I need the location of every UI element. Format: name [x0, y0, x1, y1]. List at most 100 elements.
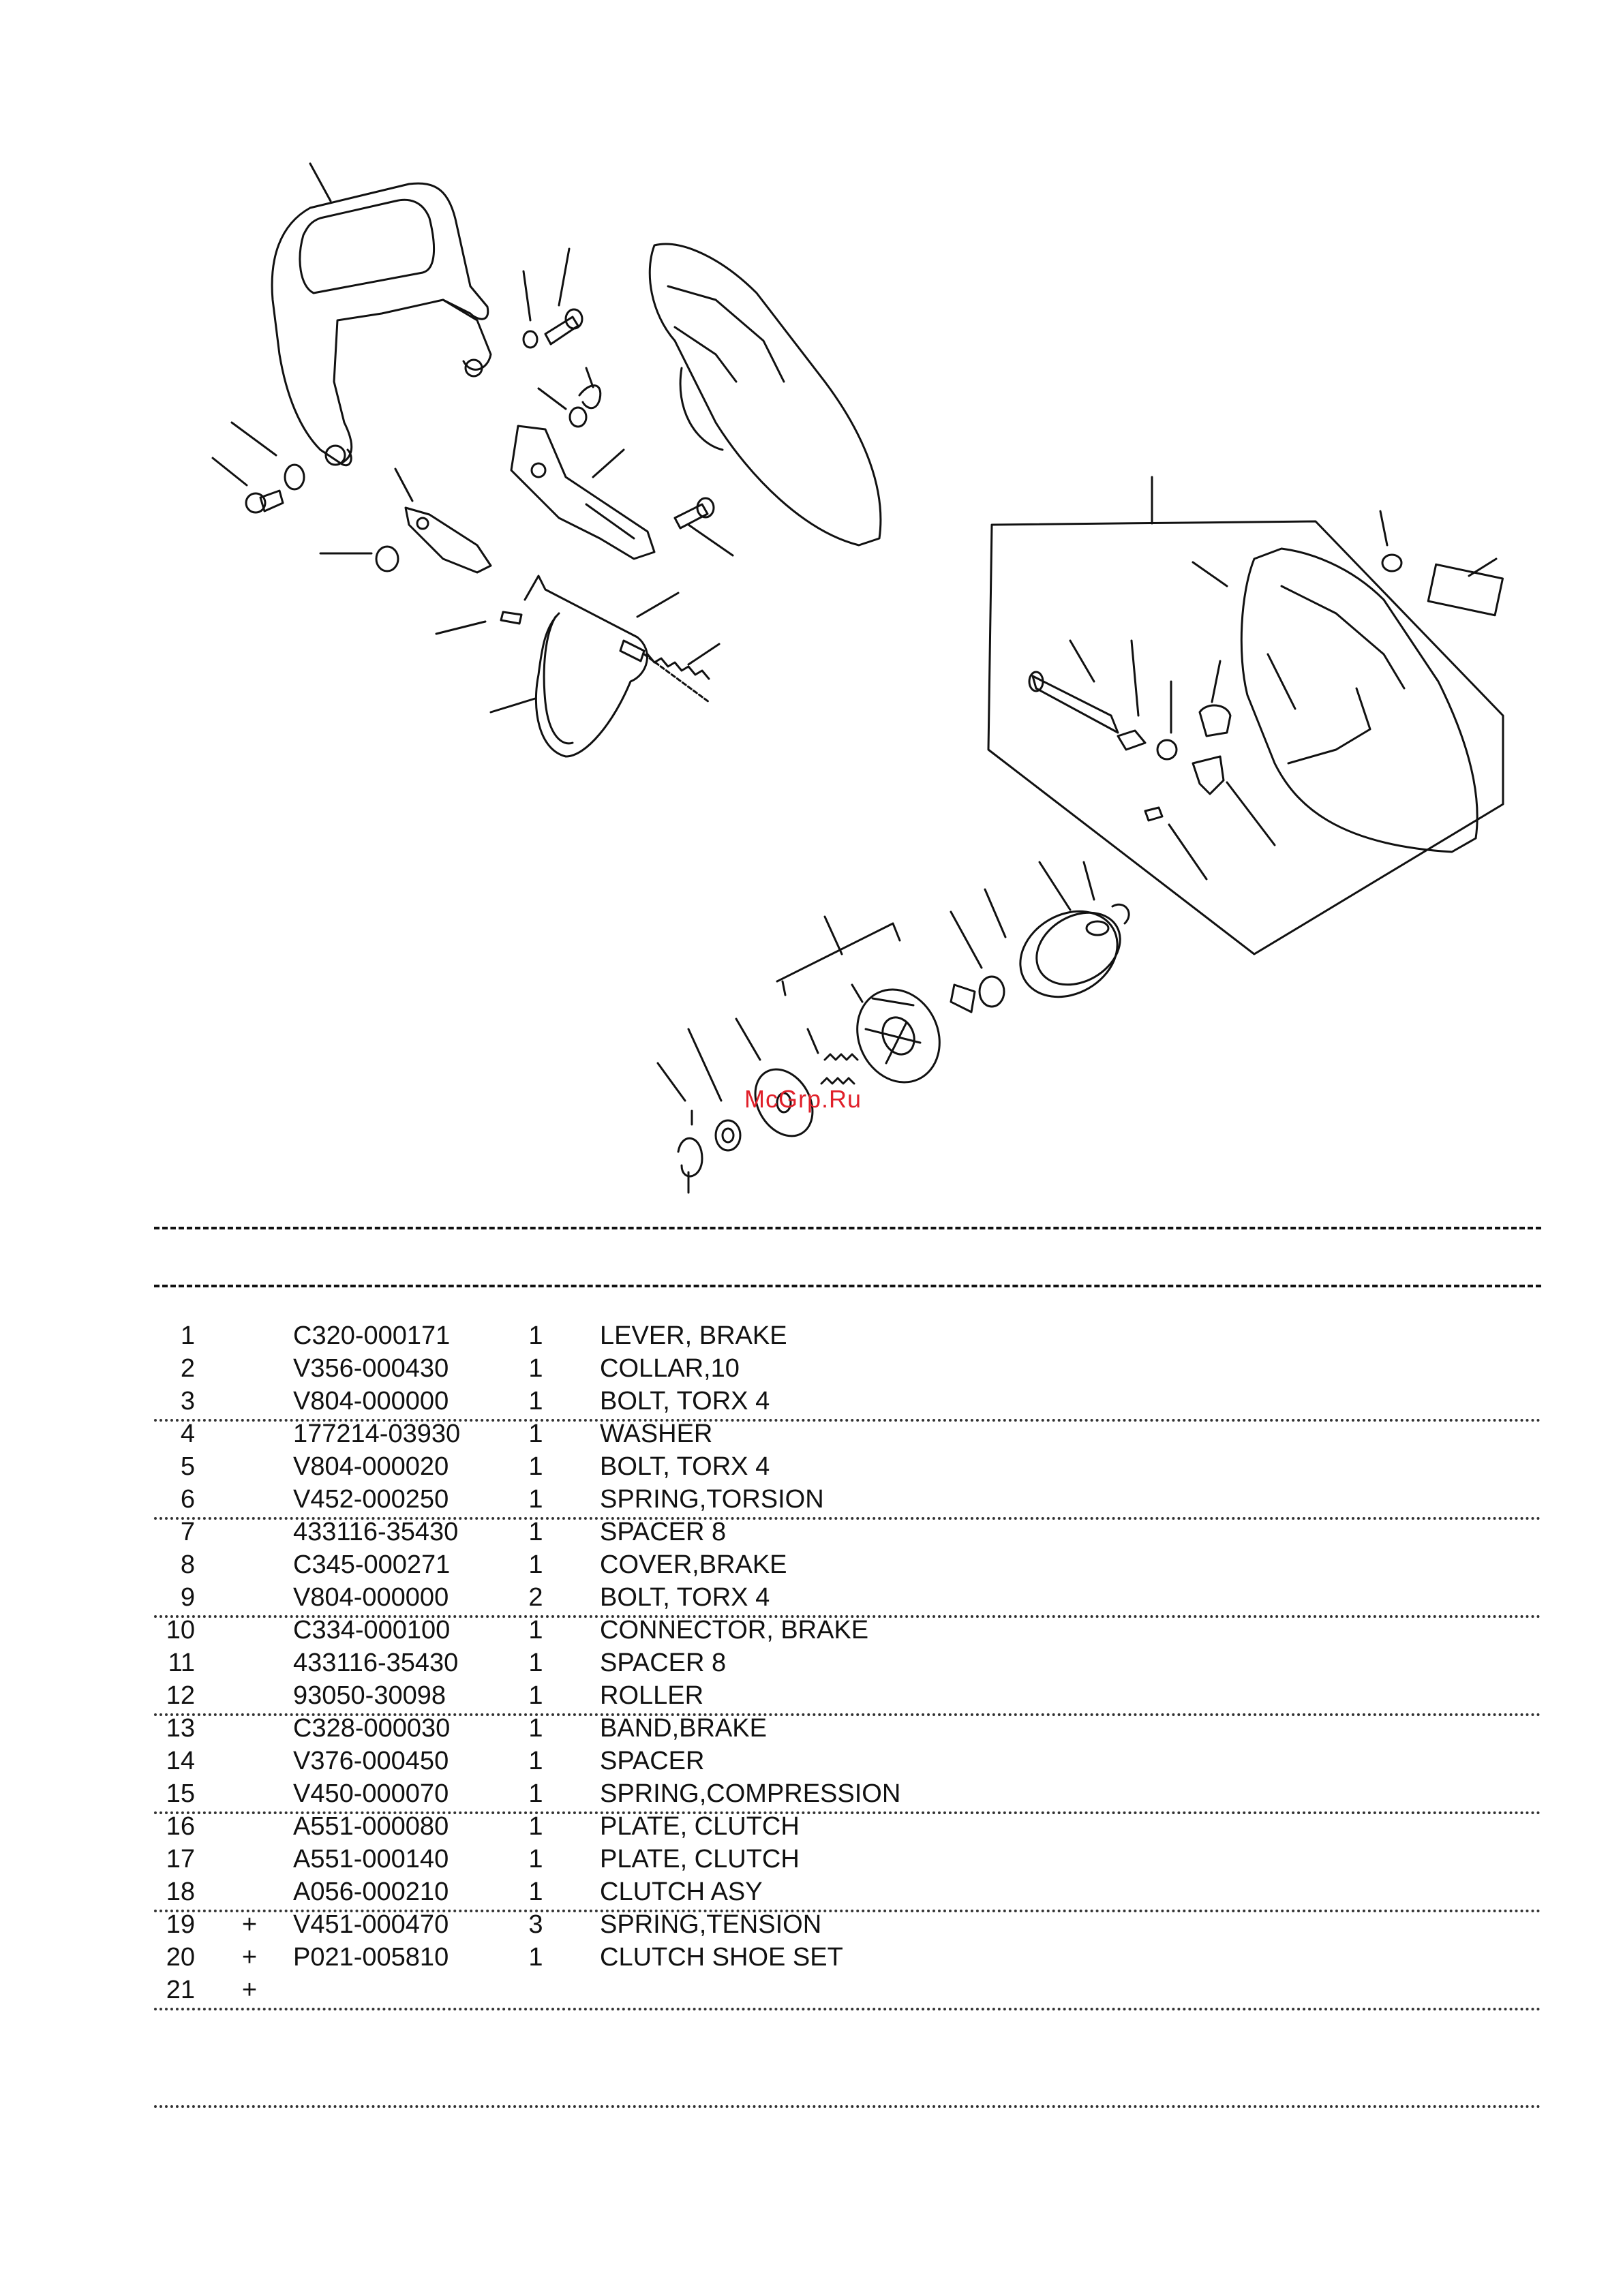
spring-compression-drawing [619, 592, 721, 703]
quantity: 1 [528, 1747, 543, 1775]
description: COLLAR,10 [600, 1354, 740, 1383]
part-number: V804-000020 [293, 1452, 449, 1481]
description: BAND,BRAKE [600, 1714, 767, 1743]
sprocket-cover-assembly-drawing [987, 476, 1504, 955]
item-number: 12 [166, 1681, 195, 1710]
description: LEVER, BRAKE [600, 1321, 787, 1350]
part-number: V356-000430 [293, 1354, 449, 1383]
description: SPRING,TORSION [600, 1485, 824, 1514]
table-row: 1 C320-000171 1 LEVER, BRAKE [154, 1319, 1541, 1352]
description: BOLT, TORX 4 [600, 1452, 770, 1481]
table-row: 9 V804-000000 2 BOLT, TORX 4 [154, 1581, 1541, 1614]
quantity: 1 [528, 1878, 543, 1906]
washer-bolt-drawing [522, 247, 583, 349]
exploded-parts-diagram: McGrp.Ru [211, 162, 1504, 1194]
item-number: 10 [166, 1616, 195, 1644]
dotted-rule [154, 2008, 1541, 2010]
description: PLATE, CLUTCH [600, 1812, 800, 1841]
item-number: 2 [180, 1354, 195, 1383]
description: BOLT, TORX 4 [600, 1583, 770, 1612]
item-number: 18 [166, 1878, 195, 1906]
part-number: C328-000030 [293, 1714, 451, 1743]
item-number: 5 [180, 1452, 195, 1481]
dotted-rule [154, 1419, 1541, 1422]
quantity: 1 [528, 1354, 543, 1383]
part-number: 433116-35430 [293, 1649, 459, 1677]
dotted-rule [154, 1910, 1541, 1912]
table-row: 12 93050-30098 1 ROLLER [154, 1679, 1541, 1712]
description: SPACER 8 [600, 1518, 727, 1546]
dotted-rule [154, 1517, 1541, 1520]
table-row: 2 V356-000430 1 COLLAR,10 [154, 1352, 1541, 1385]
parts-list: 1 C320-000171 1 LEVER, BRAKE 2 V356-0004… [154, 1319, 1541, 2006]
item-mark: + [241, 1976, 258, 2004]
part-number: V450-000070 [293, 1779, 449, 1808]
quantity: 1 [528, 1452, 543, 1481]
description: SPACER 8 [600, 1649, 727, 1677]
item-number: 4 [180, 1420, 195, 1448]
item-number: 7 [180, 1518, 195, 1546]
bolt-9-drawing [673, 497, 734, 557]
part-number: A551-000140 [293, 1845, 449, 1873]
item-number: 21 [166, 1976, 195, 2004]
item-number: 11 [168, 1649, 195, 1677]
part-number: 177214-03930 [293, 1420, 461, 1448]
item-number: 6 [180, 1485, 195, 1514]
clutch-assembly-drawing [656, 861, 1130, 1194]
quantity: 1 [528, 1943, 543, 1972]
table-row: 19 + V451-000470 3 SPRING,TENSION [154, 1908, 1541, 1941]
part-number: A551-000080 [293, 1812, 449, 1841]
dotted-rule [154, 1713, 1541, 1716]
part-number: 93050-30098 [293, 1681, 446, 1710]
item-number: 1 [180, 1321, 195, 1350]
part-number: C320-000171 [293, 1321, 451, 1350]
part-number: C345-000271 [293, 1550, 451, 1579]
table-row: 15 V450-000070 1 SPRING,COMPRESSION [154, 1777, 1541, 1810]
spring-spacer-drawing [537, 367, 602, 428]
bolt-collar-drawing [211, 421, 305, 514]
table-row: 14 V376-000450 1 SPACER [154, 1745, 1541, 1777]
table-row: 18 A056-000210 1 CLUTCH ASY [154, 1876, 1541, 1908]
item-number: 16 [166, 1812, 195, 1841]
connector-drawing [319, 468, 492, 574]
table-row: 3 V804-000000 1 BOLT, TORX 4 [154, 1385, 1541, 1418]
table-row: 13 C328-000030 1 BAND,BRAKE [154, 1712, 1541, 1745]
dotted-rule [154, 1811, 1541, 1814]
brake-lever-drawing [271, 162, 492, 466]
description: CONNECTOR, BRAKE [600, 1616, 869, 1644]
item-number: 9 [180, 1583, 195, 1612]
item-number: 3 [180, 1387, 195, 1415]
table-row: 8 C345-000271 1 COVER,BRAKE [154, 1548, 1541, 1581]
table-row: 4 177214-03930 1 WASHER [154, 1418, 1541, 1450]
dashed-separator-top [154, 1227, 1541, 1229]
description: PLATE, CLUTCH [600, 1845, 800, 1873]
quantity: 1 [528, 1387, 543, 1415]
band-brake-drawing [435, 575, 648, 758]
description: SPRING,TENSION [600, 1910, 822, 1939]
quantity: 2 [528, 1583, 543, 1612]
table-row: 5 V804-000020 1 BOLT, TORX 4 [154, 1450, 1541, 1483]
quantity: 1 [528, 1420, 543, 1448]
item-number: 19 [166, 1910, 195, 1939]
part-number: V452-000250 [293, 1485, 449, 1514]
quantity: 1 [528, 1321, 543, 1350]
description: SPRING,COMPRESSION [600, 1779, 901, 1808]
item-number: 8 [180, 1550, 195, 1579]
description: ROLLER [600, 1681, 704, 1710]
description: CLUTCH SHOE SET [600, 1943, 843, 1972]
description: CLUTCH ASY [600, 1878, 763, 1906]
part-number: V451-000470 [293, 1910, 449, 1939]
description: SPACER [600, 1747, 705, 1775]
quantity: 1 [528, 1649, 543, 1677]
table-row: 10 C334-000100 1 CONNECTOR, BRAKE [154, 1614, 1541, 1647]
quantity: 1 [528, 1485, 543, 1514]
watermark: McGrp.Ru [744, 1085, 862, 1113]
table-row: 7 433116-35430 1 SPACER 8 [154, 1516, 1541, 1548]
side-cover-drawing [648, 243, 882, 547]
brake-cover-drawing [510, 425, 656, 560]
item-number: 13 [166, 1714, 195, 1743]
quantity: 3 [528, 1910, 543, 1939]
item-number: 14 [166, 1747, 195, 1775]
part-number: V376-000450 [293, 1747, 449, 1775]
part-number: C334-000100 [293, 1616, 451, 1644]
